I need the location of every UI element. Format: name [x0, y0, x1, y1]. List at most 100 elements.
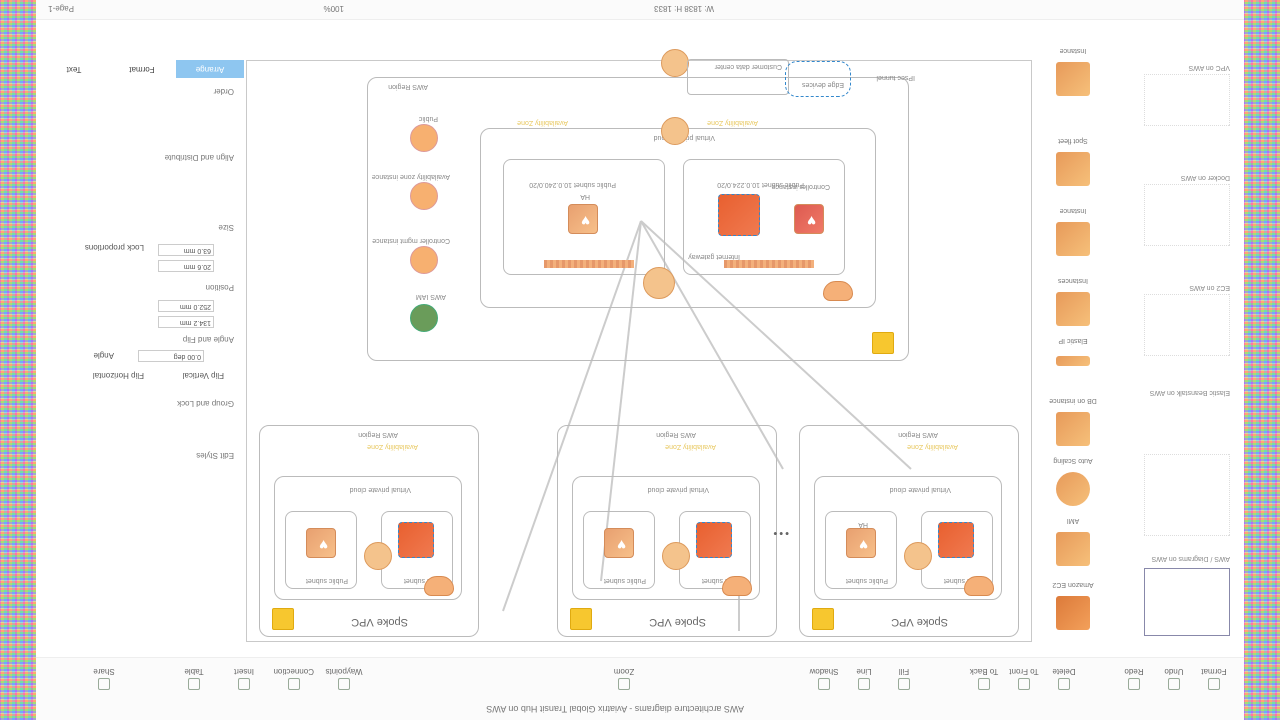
- region-badge-1: [812, 608, 834, 630]
- transit-region-badge: [872, 332, 894, 354]
- toolbar-connection-button[interactable]: Connection: [274, 667, 314, 690]
- transit-subnet-b[interactable]: Public subnet 10.0.240.0/20 HA: [503, 159, 665, 275]
- toolbar-to-back-button[interactable]: To Back: [964, 667, 1004, 690]
- template-thumb-3[interactable]: [1144, 294, 1230, 356]
- toolbar-undo-button[interactable]: Undo: [1154, 667, 1194, 690]
- spoke2-igw[interactable]: [662, 542, 690, 570]
- toolbar-zoom-button[interactable]: Zoom: [604, 667, 644, 690]
- spoke1-ha-node[interactable]: [846, 528, 876, 558]
- template-thumb-5[interactable]: [1144, 74, 1230, 126]
- customer-dc-box[interactable]: Customer data center: [687, 59, 789, 95]
- status-coords: W: 1838 H: 1833: [654, 4, 714, 13]
- spoke1-gateway[interactable]: [938, 522, 974, 558]
- toolbar-format-button[interactable]: Format: [1194, 667, 1234, 690]
- template-label-4: Docker on AWS: [1180, 174, 1230, 181]
- db-on-instance-shape[interactable]: [1056, 412, 1090, 446]
- status-zoom[interactable]: 100%: [323, 4, 344, 13]
- toolbar-delete-button[interactable]: Delete: [1044, 667, 1084, 690]
- spoke3-shield[interactable]: [424, 576, 454, 596]
- ami-shape[interactable]: [1056, 532, 1090, 566]
- angle-input[interactable]: 0.00 deg: [138, 350, 204, 362]
- delete-icon: [1058, 678, 1070, 690]
- spoke2-gateway[interactable]: [696, 522, 732, 558]
- zoom-icon: [618, 678, 630, 690]
- shadow-icon: [818, 678, 830, 690]
- flip-v-button[interactable]: Flip Vertical: [182, 371, 224, 380]
- public-icon: [410, 124, 438, 152]
- toolbar-insert-button[interactable]: Insert: [224, 667, 264, 690]
- spoke3-subnet-b[interactable]: Public subnet: [285, 511, 357, 589]
- transit-region[interactable]: AWS Region Virtual private cloud Public …: [367, 77, 909, 361]
- edge-devices-cluster[interactable]: Edge devices: [785, 61, 851, 97]
- transit-subnet-a[interactable]: Public subnet 10.0.224.0/20 Controller i…: [683, 159, 845, 275]
- spoke2-ha-node[interactable]: [604, 528, 634, 558]
- toolbar-table-button[interactable]: Table: [174, 667, 214, 690]
- section-edit: Edit Styles: [196, 451, 234, 460]
- format-icon: [1208, 678, 1220, 690]
- spoke-region-3[interactable]: Spoke VPC Public subnet Public subnet Vi…: [259, 425, 479, 637]
- template-thumb-2[interactable]: [1144, 454, 1230, 536]
- vpn-gateway[interactable]: [661, 117, 689, 145]
- redo-icon: [1128, 678, 1140, 690]
- ipsec-tunnel-label: IPsec tunnel: [876, 74, 915, 81]
- spoke-region-1[interactable]: Spoke VPC Public subnet Public subnet HA…: [799, 425, 1019, 637]
- controller-node[interactable]: [794, 204, 824, 234]
- left-input[interactable]: 252.0 mm: [158, 300, 214, 312]
- toolbar-redo-button[interactable]: Redo: [1114, 667, 1154, 690]
- transit-ha-node[interactable]: [568, 204, 598, 234]
- elastic-ip-shape[interactable]: [1056, 356, 1090, 366]
- width-input[interactable]: 63.0 mm: [158, 244, 214, 256]
- spoke2-shield[interactable]: [722, 576, 752, 596]
- toolbar-shadow-button[interactable]: Shadow: [804, 667, 844, 690]
- template-thumb-1[interactable]: [1144, 568, 1230, 636]
- transit-igw[interactable]: [643, 267, 675, 299]
- template-thumb-4[interactable]: [1144, 184, 1230, 246]
- transit-subnet-a-strip: [724, 260, 814, 268]
- format-panel: Arrange Format Text Order Align and Dist…: [36, 6, 244, 656]
- section-angle: Angle and Flip: [182, 335, 234, 344]
- toolbar-line-button[interactable]: Line: [844, 667, 884, 690]
- tab-format[interactable]: Format: [129, 65, 155, 74]
- spoke3-igw[interactable]: [364, 542, 392, 570]
- spoke3-ha-node[interactable]: [306, 528, 336, 558]
- spoke1-subnet-b[interactable]: Public subnet HA: [825, 511, 897, 589]
- toolbar-fill-button[interactable]: Fill: [884, 667, 924, 690]
- transit-gateway-primary[interactable]: [718, 194, 760, 236]
- height-input[interactable]: 20.6 mm: [158, 260, 214, 272]
- table-icon: [188, 678, 200, 690]
- diagram-canvas[interactable]: Spoke VPC Public subnet Public subnet HA…: [246, 49, 1032, 642]
- spoke3-gateway[interactable]: [398, 522, 434, 558]
- instances-shape[interactable]: [1056, 292, 1090, 326]
- template-label-5: VPC on AWS: [1188, 64, 1230, 71]
- undo-icon: [1168, 678, 1180, 690]
- tab-text[interactable]: Text: [66, 65, 82, 74]
- spoke2-subnet-b[interactable]: Public subnet: [583, 511, 655, 589]
- spot-fleet-shape[interactable]: [1056, 152, 1090, 186]
- section-position: Position: [205, 283, 234, 292]
- transit-vpc[interactable]: Virtual private cloud Public subnet 10.0…: [480, 128, 876, 308]
- template-label-1: AWS / Diagrams on AWS: [1151, 555, 1230, 562]
- spoke1-igw[interactable]: [904, 542, 932, 570]
- title-bar: AWS architecture diagrams - Aviatrix Glo…: [36, 697, 1244, 720]
- right-border: [0, 0, 36, 720]
- section-order: Order: [213, 87, 234, 96]
- instance-shape[interactable]: [1056, 222, 1090, 256]
- spoke-region-2[interactable]: Spoke VPC Public subnet Public subnet Vi…: [557, 425, 777, 637]
- status-bar: W: 1838 H: 1833 Page-1 100%: [36, 0, 1244, 20]
- status-page[interactable]: Page-1: [48, 4, 74, 13]
- auto-scaling-shape[interactable]: [1056, 472, 1090, 506]
- transit-shield[interactable]: [823, 281, 853, 301]
- templates-panel: AWS / Diagrams on AWS Elastic Beanstalk …: [1116, 0, 1244, 656]
- region-badge-3: [272, 608, 294, 630]
- flip-h-button[interactable]: Flip Horizontal: [92, 371, 144, 380]
- section-align: Align and Distribute: [164, 153, 234, 162]
- instance-shape-2[interactable]: [1056, 62, 1090, 96]
- customer-router[interactable]: [661, 49, 689, 77]
- spoke1-shield[interactable]: [964, 576, 994, 596]
- toolbar-to-front-button[interactable]: To Front: [1004, 667, 1044, 690]
- tab-arrange[interactable]: Arrange: [176, 60, 244, 78]
- amazon-ec2-shape[interactable]: [1056, 596, 1090, 630]
- top-input[interactable]: 134.2 mm: [158, 316, 214, 328]
- toolbar-share-button[interactable]: Share: [84, 667, 124, 690]
- toolbar-waypoints-button[interactable]: Waypoints: [324, 667, 364, 690]
